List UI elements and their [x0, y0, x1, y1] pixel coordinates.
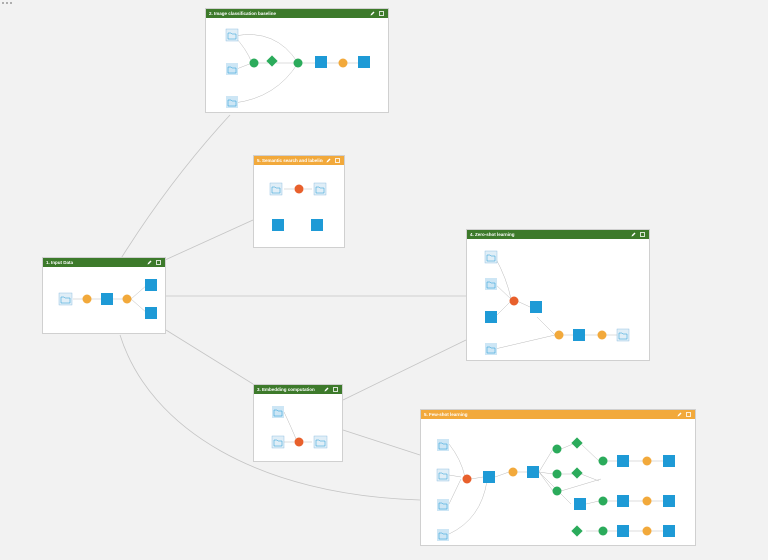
zone-image-classification[interactable]: 2. Image classification baseline [205, 8, 389, 113]
pencil-icon[interactable] [676, 411, 683, 418]
folder-dataset-icon[interactable] [437, 439, 449, 451]
window-icon[interactable] [639, 231, 646, 238]
model-recipe-icon[interactable] [249, 58, 259, 68]
folder-dataset-icon[interactable] [313, 182, 327, 196]
window-icon[interactable] [334, 157, 341, 164]
pencil-icon[interactable] [325, 157, 332, 164]
folder-dataset-icon[interactable] [484, 250, 498, 264]
zone-title: 1. Input Data [46, 260, 74, 265]
dataset-icon[interactable] [663, 495, 675, 507]
prepare-recipe-icon[interactable] [338, 58, 348, 68]
zone-header: 5. Few-shot learning [421, 410, 695, 419]
evaluate-recipe-icon[interactable] [598, 456, 608, 466]
zone-flow [484, 250, 630, 355]
model-icon[interactable] [571, 437, 583, 449]
pencil-icon[interactable] [146, 259, 153, 266]
zone-header: 5. Semantic search and labeling [254, 156, 344, 165]
dataset-icon[interactable] [663, 525, 675, 537]
join-recipe-icon[interactable] [554, 330, 564, 340]
model-recipe-icon[interactable] [552, 486, 562, 496]
folder-dataset-icon[interactable] [269, 182, 283, 196]
folder-dataset-icon[interactable] [485, 278, 497, 290]
evaluate-recipe-icon[interactable] [293, 58, 303, 68]
join-recipe-icon[interactable] [508, 467, 518, 477]
folder-dataset-icon[interactable] [226, 63, 238, 75]
folder-dataset-icon[interactable] [58, 292, 73, 306]
zone-header: 4. Zero-shot learning [467, 230, 649, 239]
canvas-dots [2, 2, 12, 4]
folder-dataset-icon[interactable] [313, 435, 328, 449]
model-recipe-icon[interactable] [552, 469, 562, 479]
folder-dataset-icon[interactable] [226, 96, 238, 108]
zone-title: 4. Zero-shot learning [470, 232, 515, 237]
webapp-icon[interactable] [272, 219, 284, 231]
download-recipe-icon[interactable] [82, 294, 92, 304]
dataset-icon[interactable] [483, 471, 495, 483]
dataset-icon[interactable] [573, 329, 585, 341]
zone-header: 3. Embedding computation [254, 385, 342, 394]
zone-title: 5. Semantic search and labeling [257, 158, 323, 163]
window-icon[interactable] [378, 10, 385, 17]
evaluate-recipe-icon[interactable] [598, 526, 608, 536]
model-icon[interactable] [266, 55, 278, 67]
notebook-icon[interactable] [485, 311, 497, 323]
zone-flow [269, 182, 327, 231]
dataset-icon[interactable] [527, 466, 539, 478]
zone-embedding[interactable]: 3. Embedding computation [253, 384, 343, 462]
dataset-icon[interactable] [574, 498, 586, 510]
dataset-icon[interactable] [530, 301, 542, 313]
model-icon[interactable] [571, 467, 583, 479]
split-recipe-icon[interactable] [122, 294, 132, 304]
python-recipe-icon[interactable] [462, 474, 472, 484]
pencil-icon[interactable] [323, 386, 330, 393]
zone-input-data[interactable]: 1. Input Data [42, 257, 166, 334]
dataset-icon[interactable] [101, 293, 113, 305]
python-recipe-icon[interactable] [294, 184, 304, 194]
folder-dataset-icon[interactable] [485, 343, 497, 355]
folder-dataset-icon[interactable] [437, 529, 449, 541]
pencil-icon[interactable] [630, 231, 637, 238]
zone-title: 5. Few-shot learning [424, 412, 468, 417]
notebook-icon[interactable] [311, 219, 323, 231]
zone-flow [225, 28, 370, 108]
zone-title: 2. Image classification baseline [209, 11, 277, 16]
pencil-icon[interactable] [369, 10, 376, 17]
evaluate-recipe-icon[interactable] [598, 496, 608, 506]
zone-flow [436, 437, 675, 541]
zone-title: 3. Embedding computation [257, 387, 315, 392]
zone-flow [58, 279, 157, 319]
window-icon[interactable] [332, 386, 339, 393]
prepare-recipe-icon[interactable] [642, 526, 652, 536]
prepare-recipe-icon[interactable] [642, 496, 652, 506]
dataset-icon[interactable] [145, 279, 157, 291]
zone-header: 2. Image classification baseline [206, 9, 388, 18]
zone-zero-shot[interactable]: 4. Zero-shot learning [466, 229, 650, 361]
dataset-icon[interactable] [617, 525, 629, 537]
folder-dataset-icon[interactable] [271, 435, 285, 449]
dataset-icon[interactable] [617, 455, 629, 467]
window-icon[interactable] [685, 411, 692, 418]
window-icon[interactable] [155, 259, 162, 266]
prepare-recipe-icon[interactable] [597, 330, 607, 340]
dataset-icon[interactable] [315, 56, 327, 68]
dataset-icon[interactable] [145, 307, 157, 319]
folder-dataset-icon[interactable] [272, 406, 284, 418]
dataset-icon[interactable] [617, 495, 629, 507]
python-recipe-icon[interactable] [294, 437, 304, 447]
python-recipe-icon[interactable] [509, 296, 519, 306]
folder-dataset-icon[interactable] [437, 499, 449, 511]
model-icon[interactable] [571, 525, 583, 537]
dataset-icon[interactable] [663, 455, 675, 467]
zone-flow [271, 406, 328, 449]
zone-header: 1. Input Data [43, 258, 165, 267]
folder-dataset-icon[interactable] [225, 28, 239, 42]
folder-dataset-icon[interactable] [436, 468, 450, 482]
model-recipe-icon[interactable] [552, 444, 562, 454]
dataset-icon[interactable] [358, 56, 370, 68]
prepare-recipe-icon[interactable] [642, 456, 652, 466]
zone-few-shot[interactable]: 5. Few-shot learning [420, 409, 696, 546]
folder-dataset-icon[interactable] [616, 328, 630, 342]
zone-semantic-search[interactable]: 5. Semantic search and labeling [253, 155, 345, 248]
